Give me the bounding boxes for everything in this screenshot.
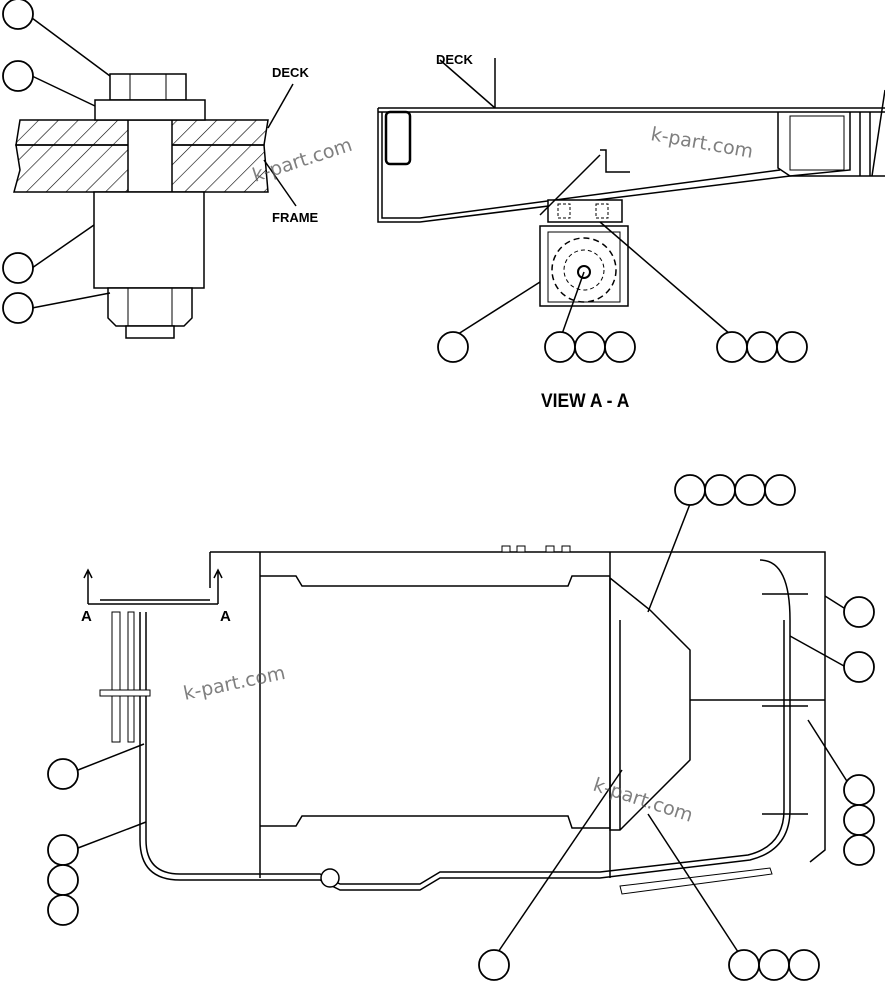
hose-route	[139, 559, 791, 891]
deck-end-slot	[384, 110, 412, 166]
balloon-plan-6	[843, 651, 875, 683]
deck-label-view: DECK	[436, 52, 473, 67]
watermark-4: k-part.com	[590, 774, 695, 827]
bolt-shank	[127, 119, 173, 193]
view-a-a: DECK VIEW A - A	[377, 52, 885, 411]
deck-label-detail: DECK	[272, 65, 309, 80]
view-title: VIEW A - A	[541, 389, 629, 411]
watermark-1: k-part.com	[250, 134, 355, 187]
balloon-bolt-1	[2, 0, 34, 30]
balloon-plan-11	[47, 834, 79, 866]
balloon-view-1	[437, 331, 469, 363]
watermark-2: k-part.com	[649, 123, 755, 163]
bolt-detail: DECK FRAME	[2, 0, 319, 339]
frame-label: FRAME	[272, 210, 319, 225]
cover-plate	[609, 576, 691, 831]
balloon-plan-8	[843, 804, 875, 836]
balloon-plan-12	[47, 864, 79, 896]
watermark-3: k-part.com	[181, 662, 287, 705]
balloon-plan-7	[843, 774, 875, 806]
balloon-plan-14	[478, 949, 510, 981]
balloon-bolt-4	[2, 292, 34, 324]
balloon-view-3	[574, 331, 606, 363]
balloon-plan-13	[47, 894, 79, 926]
balloon-plan-16	[758, 949, 790, 981]
balloon-view-7	[776, 331, 808, 363]
section-label-right: A	[220, 608, 231, 625]
balloon-plan-9	[843, 834, 875, 866]
washer	[94, 99, 206, 121]
plan-view: A A	[47, 474, 875, 981]
balloon-view-6	[746, 331, 778, 363]
balloon-bolt-2	[2, 60, 34, 92]
balloon-plan-4	[764, 474, 796, 506]
spacer	[93, 191, 205, 289]
balloon-plan-15	[728, 949, 760, 981]
mount-bracket	[547, 199, 623, 223]
balloon-bolt-3	[2, 252, 34, 284]
balloon-view-2	[544, 331, 576, 363]
nut	[107, 287, 193, 327]
balloon-plan-17	[788, 949, 820, 981]
balloon-plan-10	[47, 758, 79, 790]
section-label-left: A	[81, 608, 92, 625]
balloon-view-4	[604, 331, 636, 363]
bolt-head	[109, 73, 187, 101]
balloon-plan-5	[843, 596, 875, 628]
balloon-plan-3	[734, 474, 766, 506]
balloon-view-5	[716, 331, 748, 363]
balloon-plan-1	[674, 474, 706, 506]
balloon-plan-2	[704, 474, 736, 506]
